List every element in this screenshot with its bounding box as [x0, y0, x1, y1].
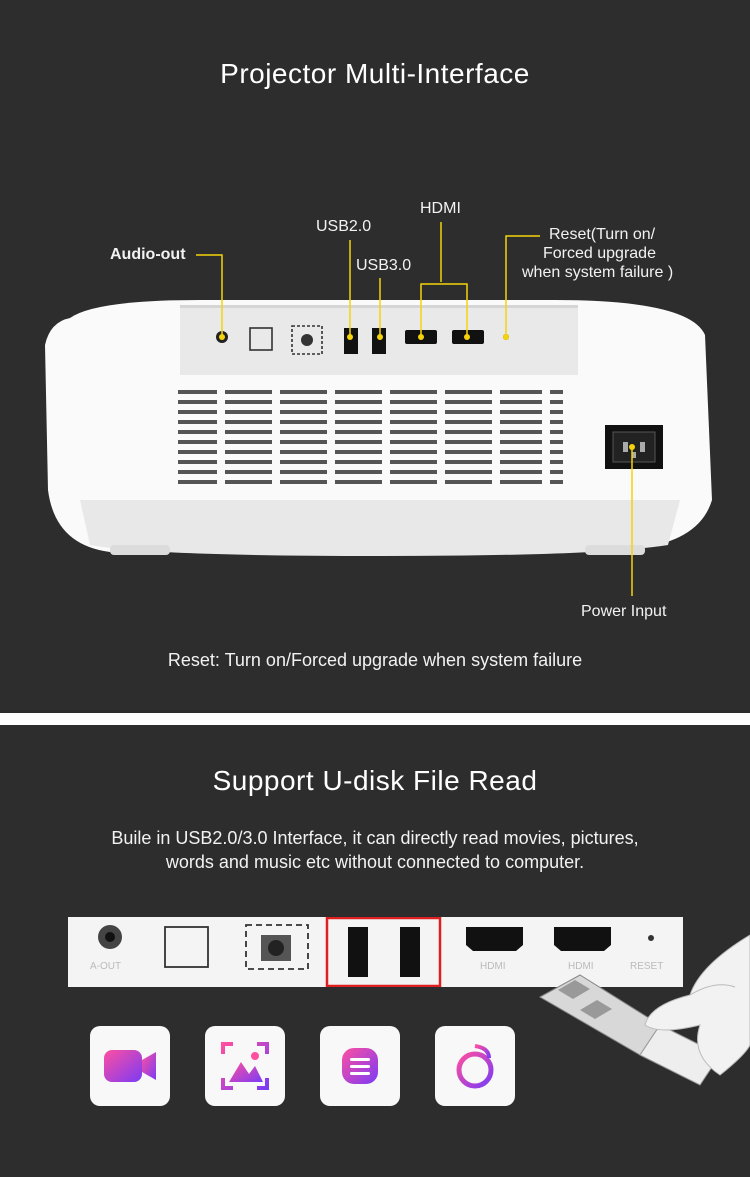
video-camera-icon: [104, 1050, 156, 1082]
label-audio-out: Audio-out: [110, 246, 186, 263]
section-title: Projector Multi-Interface: [220, 58, 530, 89]
multi-interface-panel: Projector Multi-Interface: [0, 0, 750, 713]
label-reset-1: Reset(Turn on/: [549, 226, 656, 243]
reset-note: Reset: Turn on/Forced upgrade when syste…: [167, 650, 583, 670]
label-power-input: Power Input: [581, 603, 667, 620]
document-app-tile: [320, 1026, 400, 1106]
port-label-aout: A-OUT: [90, 961, 122, 972]
usb-highlight-box: [325, 917, 442, 987]
label-usb30: USB3.0: [356, 257, 412, 274]
port-strip: A-OUT HDMI HDMI RESET: [68, 917, 683, 987]
picture-icon: [221, 1042, 269, 1090]
document-icon: [342, 1048, 378, 1084]
picture-app-tile: [205, 1026, 285, 1106]
callout-lines: [196, 222, 633, 596]
video-app-tile: [90, 1026, 170, 1106]
projector-illustration: [45, 222, 712, 596]
port-label-hdmi-1: HDMI: [480, 961, 506, 972]
port-label-reset: RESET: [630, 961, 664, 972]
music-app-tile: [435, 1026, 515, 1106]
label-reset-2: Forced upgrade: [543, 245, 656, 262]
hand-usb-illustration: [538, 934, 750, 1086]
label-reset-3: when system failure ): [522, 264, 674, 281]
music-icon: [456, 1044, 494, 1089]
section-title-2: Support U-disk File Read: [212, 765, 538, 796]
label-hdmi: HDMI: [420, 200, 461, 217]
vent-grille: [178, 390, 563, 484]
description-line-2: words and music etc without connected to…: [165, 852, 585, 872]
port-label-hdmi-2: HDMI: [568, 961, 594, 972]
description-line-1: Buile in USB2.0/3.0 Interface, it can di…: [111, 828, 639, 848]
u-disk-panel: Support U-disk File Read Buile in USB2.0…: [0, 725, 750, 1177]
label-usb20: USB2.0: [316, 218, 372, 235]
